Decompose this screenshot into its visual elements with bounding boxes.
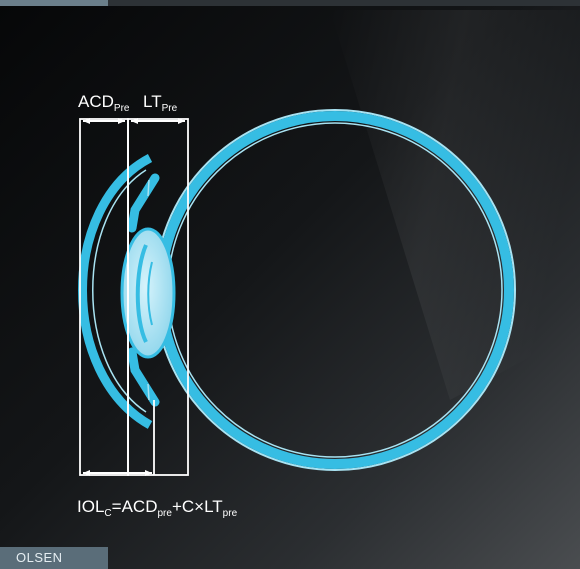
- olsen-tag: OLSEN: [0, 547, 108, 569]
- ciliary-upper: [148, 180, 149, 196]
- formula: IOLC=ACDpre+C×LTpre: [77, 497, 238, 519]
- ciliary-lower: [148, 384, 149, 400]
- top-bar-accent: [0, 0, 108, 6]
